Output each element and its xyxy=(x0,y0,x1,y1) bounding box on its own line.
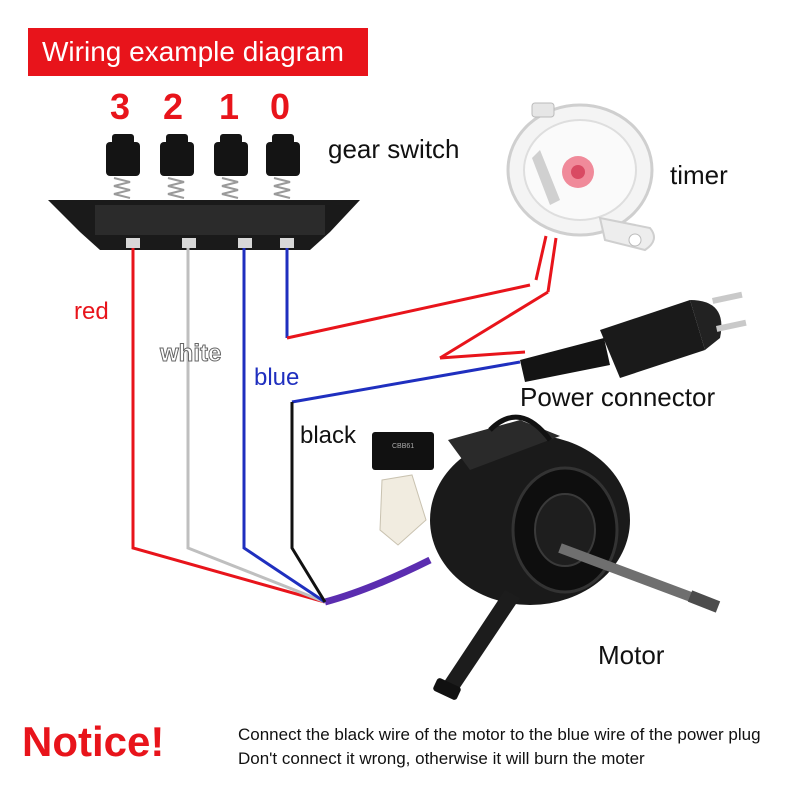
timer-label: timer xyxy=(670,160,728,190)
black-wire-label: black xyxy=(300,422,357,449)
diagram-title: Wiring example diagram xyxy=(28,28,368,76)
red-wire-timer xyxy=(286,283,531,340)
switch-position-3: 3 xyxy=(110,86,131,127)
svg-text:CBB61: CBB61 xyxy=(392,443,414,450)
black-wire xyxy=(290,402,327,603)
wiring xyxy=(131,248,549,604)
power-connector-label: Power connector xyxy=(520,382,716,412)
blue-wire-plug xyxy=(291,360,521,404)
switch-position-2: 2 xyxy=(163,86,184,127)
power-plug-illustration xyxy=(439,291,747,382)
white-wire xyxy=(186,248,326,604)
red-wire-timer-plug xyxy=(439,290,549,360)
notice-title: Notice! xyxy=(22,718,165,765)
gear-switch-illustration xyxy=(48,134,360,250)
notice-text: Connect the black wire of the motor to t… xyxy=(238,725,761,768)
motor-label: Motor xyxy=(598,640,665,670)
timer-illustration xyxy=(506,102,655,293)
motor-illustration: CBB61 xyxy=(324,414,721,700)
blue-wire-motor xyxy=(242,248,326,604)
white-wire-label: white xyxy=(159,340,222,368)
red-wire-label: red xyxy=(74,298,109,325)
switch-position-0: 0 xyxy=(270,86,291,127)
switch-position-1: 1 xyxy=(219,86,240,127)
gear-switch-label: gear switch xyxy=(328,134,460,164)
red-wire xyxy=(131,248,326,604)
blue-wire-label: blue xyxy=(254,364,300,391)
